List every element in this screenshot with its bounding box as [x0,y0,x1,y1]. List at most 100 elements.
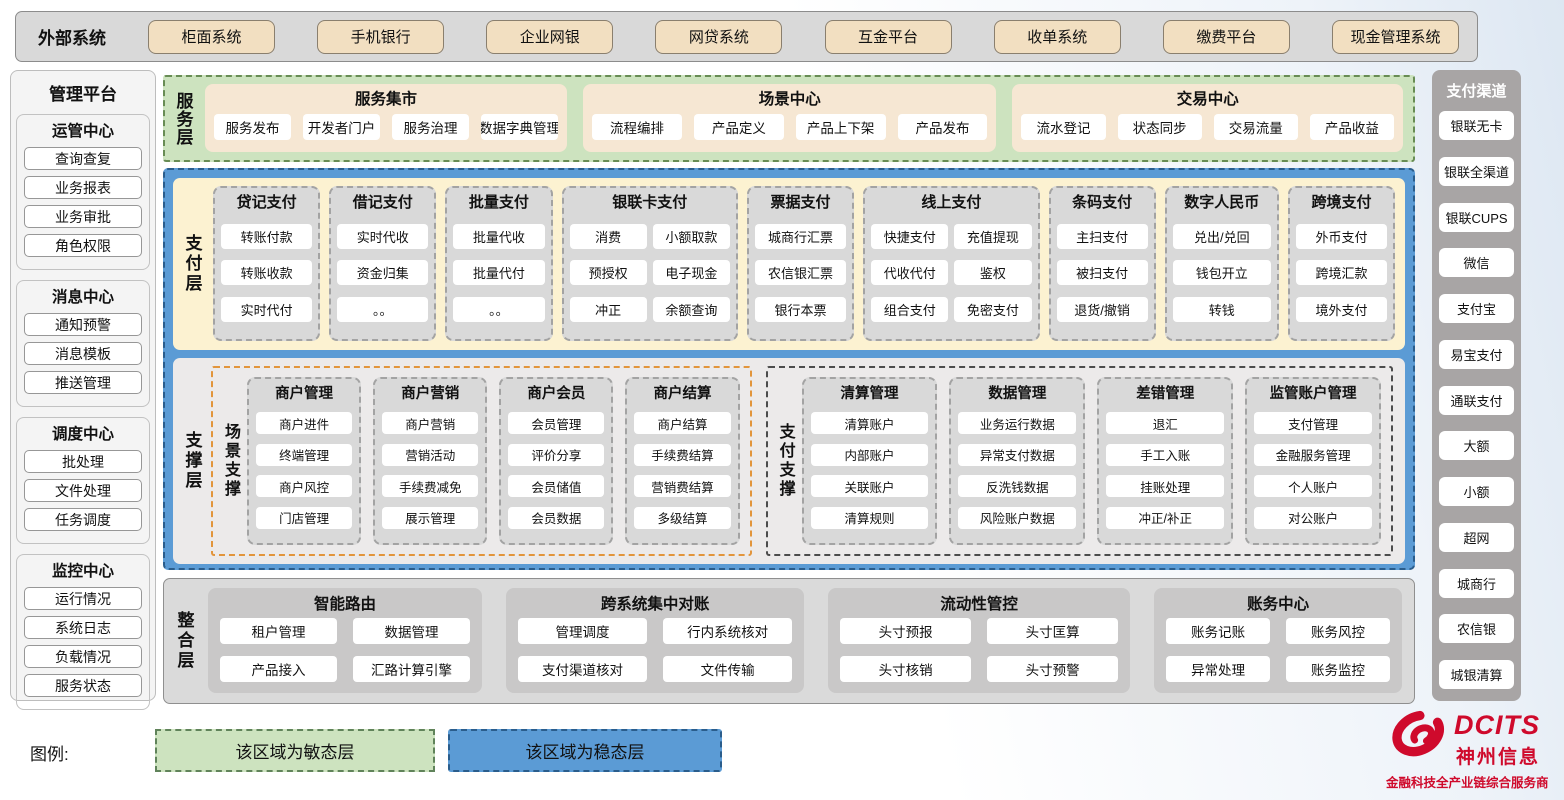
integration-item-button[interactable]: 账务记账 [1166,618,1271,644]
payment-item-button[interactable]: 退货/撤销 [1056,296,1148,322]
integration-item-button[interactable]: 头寸匡算 [987,618,1119,644]
service-item-button[interactable]: 状态同步 [1117,114,1202,140]
support-item-button[interactable]: 多级结算 [634,506,731,529]
external-system-button[interactable]: 收单系统 [993,19,1121,54]
management-item-button[interactable]: 角色权限 [24,234,142,257]
support-item-button[interactable]: 支付管理 [1254,412,1372,435]
support-item-button[interactable]: 业务运行数据 [958,412,1077,435]
integration-item-button[interactable]: 支付渠道核对 [517,656,648,682]
external-system-button[interactable]: 柜面系统 [148,19,275,54]
integration-item-button[interactable]: 产品接入 [220,656,337,682]
payment-item-button[interactable]: 被扫支付 [1056,260,1148,285]
payment-channel-button[interactable]: 易宝支付 [1439,339,1514,369]
integration-item-button[interactable]: 行内系统核对 [663,618,793,644]
support-item-button[interactable]: 门店管理 [256,506,353,529]
support-item-button[interactable]: 商户进件 [256,412,353,435]
integration-item-button[interactable]: 异常处理 [1166,656,1271,682]
payment-item-button[interactable]: 电子现金 [652,260,730,285]
support-item-button[interactable]: 退汇 [1106,412,1225,435]
support-item-button[interactable]: 会员储值 [508,475,605,498]
payment-item-button[interactable]: 外币支付 [1295,223,1388,249]
support-item-button[interactable]: 内部账户 [810,443,929,466]
payment-item-button[interactable]: 。。 [337,296,429,322]
external-system-button[interactable]: 网贷系统 [655,19,783,54]
payment-item-button[interactable]: 代收代付 [871,260,949,285]
payment-item-button[interactable]: 银行本票 [754,296,847,322]
payment-item-button[interactable]: 农信银汇票 [754,260,847,285]
service-item-button[interactable]: 流程编排 [592,114,682,140]
payment-item-button[interactable]: 充值提现 [954,223,1032,249]
management-item-button[interactable]: 消息模板 [24,342,142,365]
management-item-button[interactable]: 推送管理 [24,371,142,394]
support-item-button[interactable]: 展示管理 [382,506,479,529]
service-item-button[interactable]: 服务发布 [214,114,292,140]
management-item-button[interactable]: 批处理 [24,450,142,473]
payment-item-button[interactable]: 转账付款 [221,223,313,249]
payment-item-button[interactable]: 钱包开立 [1172,260,1271,285]
payment-item-button[interactable]: 转钱 [1172,296,1271,322]
support-item-button[interactable]: 金融服务管理 [1254,443,1372,466]
payment-item-button[interactable]: 跨境汇款 [1295,260,1388,285]
payment-item-button[interactable]: 鉴权 [954,260,1032,285]
integration-item-button[interactable]: 账务风控 [1286,618,1390,644]
payment-channel-button[interactable]: 微信 [1439,248,1514,278]
external-system-button[interactable]: 企业网银 [486,19,614,54]
payment-channel-button[interactable]: 农信银 [1439,614,1514,644]
management-item-button[interactable]: 运行情况 [24,587,142,610]
support-item-button[interactable]: 手工入账 [1106,443,1225,466]
management-item-button[interactable]: 业务审批 [24,205,142,228]
payment-channel-button[interactable]: 银联无卡 [1439,111,1514,140]
management-item-button[interactable]: 服务状态 [24,674,142,697]
support-item-button[interactable]: 挂账处理 [1106,475,1225,498]
support-item-button[interactable]: 商户营销 [382,412,479,435]
management-item-button[interactable]: 文件处理 [24,479,142,502]
service-item-button[interactable]: 数据字典管理 [481,114,559,140]
support-item-button[interactable]: 清算账户 [810,412,929,435]
support-item-button[interactable]: 营销费结算 [634,475,731,498]
external-system-button[interactable]: 现金管理系统 [1331,19,1459,54]
external-system-button[interactable]: 互金平台 [824,19,952,54]
integration-item-button[interactable]: 头寸核销 [840,656,972,682]
support-item-button[interactable]: 冲正/补正 [1106,506,1225,529]
management-item-button[interactable]: 业务报表 [24,176,142,199]
management-item-button[interactable]: 查询查复 [24,147,142,170]
payment-channel-button[interactable]: 城银清算 [1439,660,1514,689]
payment-channel-button[interactable]: 大额 [1439,431,1514,461]
support-item-button[interactable]: 商户风控 [256,475,353,498]
support-item-button[interactable]: 营销活动 [382,443,479,466]
support-item-button[interactable]: 商户结算 [634,412,731,435]
support-item-button[interactable]: 关联账户 [810,475,929,498]
support-item-button[interactable]: 反洗钱数据 [958,475,1077,498]
payment-item-button[interactable]: 批量代收 [453,223,545,249]
payment-channel-button[interactable]: 银联CUPS [1439,202,1514,232]
integration-item-button[interactable]: 头寸预警 [987,656,1119,682]
management-item-button[interactable]: 负载情况 [24,645,142,668]
management-item-button[interactable]: 系统日志 [24,616,142,639]
payment-item-button[interactable]: 资金归集 [337,260,429,285]
integration-item-button[interactable]: 头寸预报 [840,618,972,644]
support-item-button[interactable]: 对公账户 [1254,506,1372,529]
payment-item-button[interactable]: 境外支付 [1295,296,1388,322]
payment-channel-button[interactable]: 银联全渠道 [1439,156,1514,186]
payment-item-button[interactable]: 消费 [569,223,647,249]
payment-item-button[interactable]: 预授权 [569,260,647,285]
integration-item-button[interactable]: 账务监控 [1286,656,1390,682]
payment-item-button[interactable]: 组合支付 [871,296,949,322]
payment-item-button[interactable]: 。。 [453,296,545,322]
payment-item-button[interactable]: 余额查询 [652,296,730,322]
support-item-button[interactable]: 会员数据 [508,506,605,529]
payment-item-button[interactable]: 实时代收 [337,223,429,249]
payment-item-button[interactable]: 免密支付 [954,296,1032,322]
management-item-button[interactable]: 通知预警 [24,313,142,336]
payment-item-button[interactable]: 冲正 [569,296,647,322]
integration-item-button[interactable]: 数据管理 [352,618,470,644]
support-item-button[interactable]: 会员管理 [508,412,605,435]
support-item-button[interactable]: 清算规则 [810,506,929,529]
integration-item-button[interactable]: 租户管理 [220,618,337,644]
payment-item-button[interactable]: 小额取款 [652,223,730,249]
support-item-button[interactable]: 个人账户 [1254,475,1372,498]
payment-channel-button[interactable]: 通联支付 [1439,385,1514,415]
integration-item-button[interactable]: 文件传输 [663,656,793,682]
support-item-button[interactable]: 终端管理 [256,443,353,466]
service-item-button[interactable]: 产品上下架 [795,114,886,140]
